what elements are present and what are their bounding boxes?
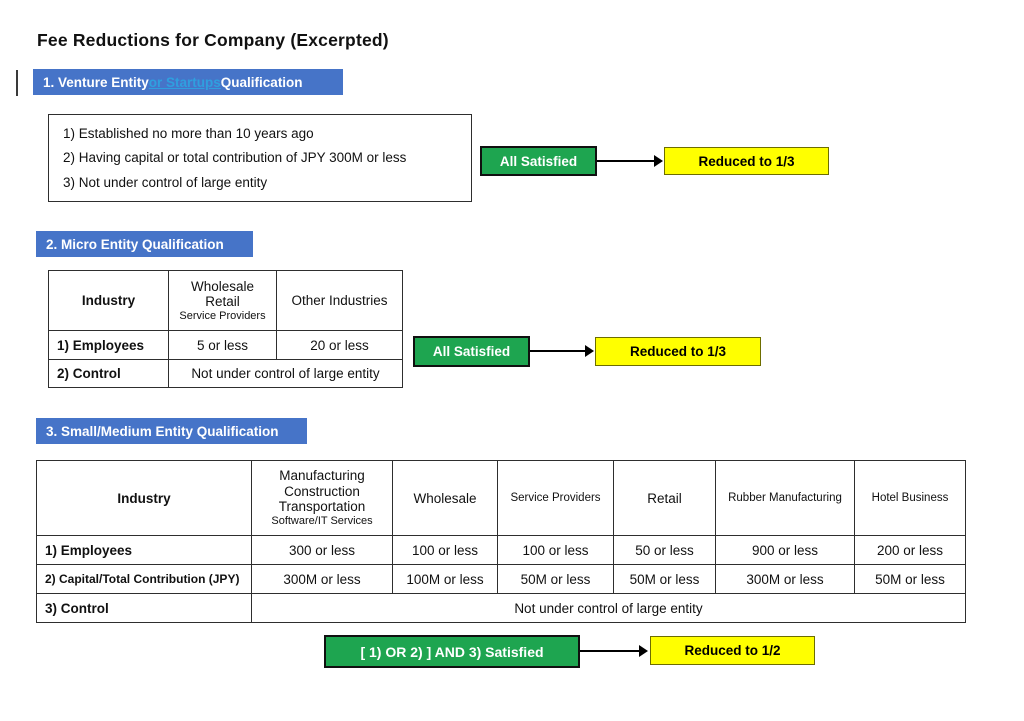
t3-capital-value: 50M or less xyxy=(497,564,614,594)
t2-industry-header: Industry xyxy=(48,270,169,331)
t3-capital-value: 300M or less xyxy=(251,564,393,594)
startups-link[interactable]: or Startups xyxy=(148,74,221,90)
section3-satisfied-box: [ 1) OR 2) ] AND 3) Satisfied xyxy=(324,635,580,668)
t3-hotel-business-header: Hotel Business xyxy=(854,460,966,536)
section3-result-box: Reduced to 1/2 xyxy=(650,636,815,665)
t2-employees-label: 1) Employees xyxy=(48,330,169,360)
section1-banner-prefix: 1. Venture Entity xyxy=(43,74,149,90)
section2-banner: 2. Micro Entity Qualification xyxy=(36,231,253,257)
t3-employees-value: 200 or less xyxy=(854,535,966,565)
section2-result-box: Reduced to 1/3 xyxy=(595,337,761,366)
section1-banner-suffix: Qualification xyxy=(220,74,303,90)
t2-wholesale-retail-header: Wholesale Retail Service Providers xyxy=(168,270,277,331)
t3-employees-value: 300 or less xyxy=(251,535,393,565)
t3-transportation-line: Transportation xyxy=(278,499,366,515)
t2-wholesale-line: Wholesale xyxy=(190,278,255,294)
section2-satisfied-box: All Satisfied xyxy=(413,336,530,367)
section1-arrow xyxy=(597,155,663,167)
t3-service-providers-header: Service Providers xyxy=(497,460,614,536)
small-medium-entity-table: Industry Manufacturing Construction Tran… xyxy=(36,460,966,623)
t2-control-label: 2) Control xyxy=(48,359,169,388)
condition-item: 2) Having capital or total contribution … xyxy=(63,150,407,166)
table-row: 1) Employees 300 or less 100 or less 100… xyxy=(36,535,966,565)
text-cursor-mark xyxy=(16,70,18,96)
section1-result-box: Reduced to 1/3 xyxy=(664,147,829,175)
t3-capital-value: 50M or less xyxy=(854,564,966,594)
t3-control-label: 3) Control xyxy=(36,593,252,623)
t3-retail-header: Retail xyxy=(613,460,716,536)
t3-manufacturing-header: Manufacturing Construction Transportatio… xyxy=(251,460,393,536)
t3-employees-label: 1) Employees xyxy=(36,535,252,565)
section1-satisfied-box: All Satisfied xyxy=(480,146,597,176)
t3-software-it-line: Software/IT Services xyxy=(271,514,373,527)
t2-employees-other: 20 or less xyxy=(276,330,403,360)
table-row: 1) Employees 5 or less 20 or less xyxy=(48,330,403,360)
t3-employees-value: 100 or less xyxy=(392,535,498,565)
t3-employees-value: 900 or less xyxy=(715,535,855,565)
table-row: 3) Control Not under control of large en… xyxy=(36,593,966,623)
t3-capital-value: 300M or less xyxy=(715,564,855,594)
t2-retail-line: Retail xyxy=(205,294,240,309)
t2-employees-wholesale: 5 or less xyxy=(168,330,277,360)
t2-control-value: Not under control of large entity xyxy=(168,359,403,388)
section1-banner: 1. Venture Entity or Startups Qualificat… xyxy=(33,69,343,95)
table-row: 2) Control Not under control of large en… xyxy=(48,359,403,388)
table-header-row: Industry Wholesale Retail Service Provid… xyxy=(48,270,403,331)
t3-wholesale-header: Wholesale xyxy=(392,460,498,536)
t3-industry-header: Industry xyxy=(36,460,252,536)
t2-service-providers-line: Service Providers xyxy=(179,309,266,322)
t3-employees-value: 100 or less xyxy=(497,535,614,565)
t3-control-value: Not under control of large entity xyxy=(251,593,966,623)
table-header-row: Industry Manufacturing Construction Tran… xyxy=(36,460,966,536)
t3-capital-value: 50M or less xyxy=(613,564,716,594)
t3-construction-line: Construction xyxy=(284,483,360,499)
condition-item: 1) Established no more than 10 years ago xyxy=(63,125,314,141)
section3-banner: 3. Small/Medium Entity Qualification xyxy=(36,418,307,444)
t3-employees-value: 50 or less xyxy=(613,535,716,565)
micro-entity-table: Industry Wholesale Retail Service Provid… xyxy=(48,270,403,388)
section2-arrow xyxy=(530,345,594,357)
t2-other-industries-header: Other Industries xyxy=(276,270,403,331)
t3-rubber-manufacturing-header: Rubber Manufacturing xyxy=(715,460,855,536)
table-row: 2) Capital/Total Contribution (JPY) 300M… xyxy=(36,564,966,594)
t3-capital-value: 100M or less xyxy=(392,564,498,594)
condition-item: 3) Not under control of large entity xyxy=(63,175,268,191)
section3-arrow xyxy=(580,645,648,657)
venture-conditions-box: 1) Established no more than 10 years ago… xyxy=(48,114,472,202)
t3-manufacturing-line: Manufacturing xyxy=(279,468,365,484)
page-title: Fee Reductions for Company (Excerpted) xyxy=(37,30,389,50)
t3-capital-label: 2) Capital/Total Contribution (JPY) xyxy=(36,564,252,594)
